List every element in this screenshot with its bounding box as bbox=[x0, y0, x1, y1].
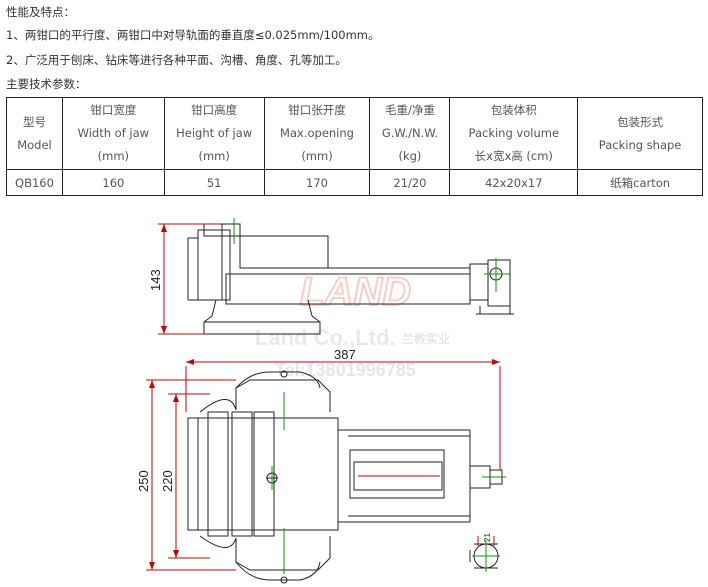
features-title: 性能及特点： bbox=[6, 5, 75, 19]
dim-height-label: 143 bbox=[148, 269, 163, 291]
params-title: 主要技术参数： bbox=[6, 77, 87, 91]
watermark-company: Land Co.,Ltd. bbox=[255, 325, 396, 350]
cell-volume: 42x20x17 bbox=[449, 169, 579, 196]
dim-width-outer-label: 250 bbox=[136, 470, 151, 492]
watermark-logo: LAND bbox=[300, 270, 411, 314]
dimension-arrows bbox=[149, 224, 500, 570]
dim-length-label: 387 bbox=[334, 347, 356, 362]
dimension-labels: 143 387 250 220 21 bbox=[136, 269, 492, 542]
cell-model: QB160 bbox=[6, 169, 63, 196]
center-lines bbox=[233, 218, 510, 574]
watermark-company-cn: 兰教实业 bbox=[402, 331, 450, 346]
cell-packing: 纸箱carton bbox=[577, 169, 703, 196]
plan-view bbox=[187, 370, 503, 584]
feature-2: 2、广泛用于刨床、钻床等进行各种平面、沟槽、角度、孔等加工。 bbox=[6, 53, 347, 67]
cell-opening: 170 bbox=[263, 169, 371, 196]
dim-width-inner-label: 220 bbox=[160, 470, 175, 492]
dim-small-label: 21 bbox=[483, 533, 492, 542]
cell-height: 51 bbox=[163, 169, 265, 196]
cell-weight: 21/20 bbox=[369, 169, 451, 196]
feature-1: 1、两钳口的平行度、两钳口中对导轨面的垂直度≤0.025mm/100mm。 bbox=[6, 28, 380, 42]
table-row: QB160 160 51 170 21/20 42x20x17 纸箱carton bbox=[6, 169, 703, 196]
watermark: LAND Land Co.,Ltd. 兰教实业 Tel:13801996785 bbox=[255, 269, 450, 380]
cell-width: 160 bbox=[61, 169, 165, 196]
watermark-tel: Tel:13801996785 bbox=[275, 360, 416, 380]
dimension-lines bbox=[146, 223, 501, 571]
